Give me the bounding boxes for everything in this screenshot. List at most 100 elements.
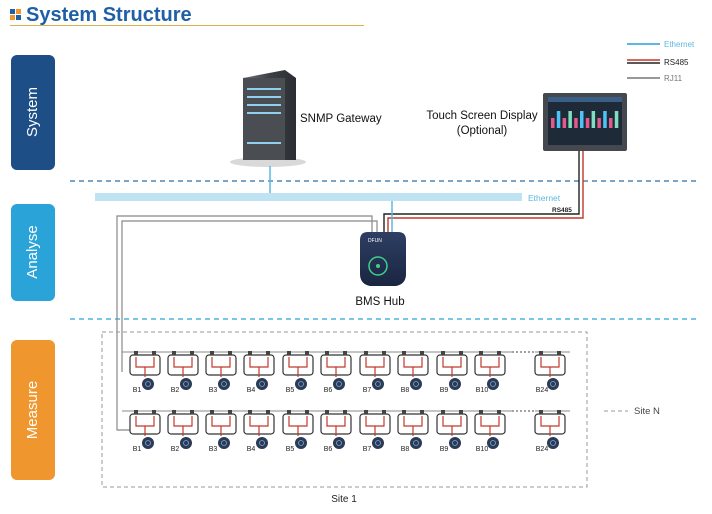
battery-sensor-ring: [375, 381, 381, 387]
battery-sensor-ring: [183, 440, 189, 446]
battery-sensor-icon: [449, 437, 461, 449]
battery-terminal: [152, 410, 156, 414]
screen-bar: [556, 111, 561, 128]
screen-bar: [591, 111, 596, 128]
rj11-trunk-inner: [121, 220, 378, 372]
legend: Ethernet RS485 RJ11: [627, 40, 695, 83]
battery-label: B2: [171, 387, 180, 394]
battery-sensor-icon: [295, 437, 307, 449]
battery-terminal: [364, 410, 368, 414]
battery-sensor-icon: [410, 378, 422, 390]
battery-cell: B4: [243, 351, 275, 394]
battery-sensor-ring: [375, 440, 381, 446]
battery-cell: B24: [534, 410, 566, 453]
battery-sensor-icon: [547, 437, 559, 449]
bms-hub-brand: DFUN: [368, 238, 382, 244]
logo-square-blue: [10, 9, 15, 14]
battery-terminal: [325, 351, 329, 355]
rs485-link-black: [383, 151, 580, 232]
layer-analyse-bg: [11, 204, 55, 301]
screen-bar: [551, 118, 555, 128]
layer-measure-bg: [11, 340, 55, 480]
rs485-link-red: [387, 151, 584, 232]
battery-label: B2: [171, 446, 180, 453]
battery-terminal: [305, 410, 309, 414]
battery-sensor-ring: [221, 440, 227, 446]
battery-sensor-icon: [295, 378, 307, 390]
battery-label: B10: [476, 387, 489, 394]
battery-terminal: [497, 410, 501, 414]
battery-cell: B24: [534, 351, 566, 394]
battery-terminal: [497, 351, 501, 355]
battery-sensor-icon: [256, 378, 268, 390]
battery-cell: B2: [167, 410, 199, 453]
screen-bar: [614, 111, 619, 128]
battery-terminal: [325, 410, 329, 414]
battery-sensor-icon: [142, 437, 154, 449]
screen-bar: [603, 111, 607, 128]
battery-sensor-icon: [218, 378, 230, 390]
battery-sensor-ring: [336, 440, 342, 446]
battery-sensor-ring: [452, 381, 458, 387]
layer-system: System: [11, 55, 55, 170]
battery-terminal: [539, 351, 543, 355]
layer-system-bg: [11, 55, 55, 170]
battery-sensor-ring: [298, 381, 304, 387]
touch-screen-header: [548, 97, 622, 102]
battery-terminal: [557, 410, 561, 414]
battery-terminal: [248, 410, 252, 414]
battery-sensor-ring: [413, 381, 419, 387]
battery-label: B10: [476, 446, 489, 453]
server-strip-2: [247, 96, 281, 98]
battery-terminal: [266, 410, 270, 414]
screen-bar: [597, 118, 601, 128]
rj11-trunk-outer: [116, 215, 373, 372]
ethernet-bus-label: Ethernet: [528, 193, 561, 203]
battery-sensor-ring: [413, 440, 419, 446]
title-underline: [10, 25, 364, 26]
server-strip-3: [247, 104, 281, 106]
battery-sensor-icon: [333, 378, 345, 390]
battery-terminal: [248, 351, 252, 355]
battery-cell: B6: [320, 351, 352, 394]
battery-sensor-ring: [259, 381, 265, 387]
touch-screen-label-line1: Touch Screen Display: [426, 110, 537, 122]
screen-bar: [609, 118, 613, 128]
battery-terminal: [420, 410, 424, 414]
battery-label: B1: [133, 446, 142, 453]
battery-terminal: [152, 351, 156, 355]
battery-terminal: [459, 351, 463, 355]
battery-label: B9: [440, 446, 449, 453]
battery-label: B3: [209, 446, 218, 453]
battery-cell: B1: [129, 410, 161, 453]
battery-label: B6: [324, 387, 333, 394]
battery-sensor-ring: [452, 440, 458, 446]
battery-cell: B7: [359, 351, 391, 394]
battery-label: B24: [536, 387, 549, 394]
logo-square-orange-2: [10, 15, 15, 20]
touch-screen-bars: [551, 111, 619, 128]
battery-cell: B7: [359, 410, 391, 453]
battery-terminal: [343, 410, 347, 414]
battery-sensor-icon: [547, 378, 559, 390]
site-1-label: Site 1: [331, 494, 357, 505]
battery-label: B6: [324, 446, 333, 453]
screen-bar: [580, 111, 584, 128]
battery-cell: B3: [205, 351, 237, 394]
battery-label: B4: [247, 446, 256, 453]
screen-bar: [585, 118, 590, 128]
battery-cell: B6: [320, 410, 352, 453]
screen-bar: [574, 118, 578, 128]
screen-bar: [568, 111, 572, 128]
battery-terminal: [364, 351, 368, 355]
battery-label: B5: [286, 387, 295, 394]
touch-screen-display: Touch Screen Display (Optional): [426, 93, 627, 151]
bms-hub-dot: [376, 264, 380, 268]
battery-terminal: [479, 351, 483, 355]
battery-sensor-ring: [145, 381, 151, 387]
battery-sensor-ring: [336, 381, 342, 387]
touch-screen-label-line2: (Optional): [457, 125, 508, 137]
layer-measure-label: Measure: [24, 381, 41, 439]
